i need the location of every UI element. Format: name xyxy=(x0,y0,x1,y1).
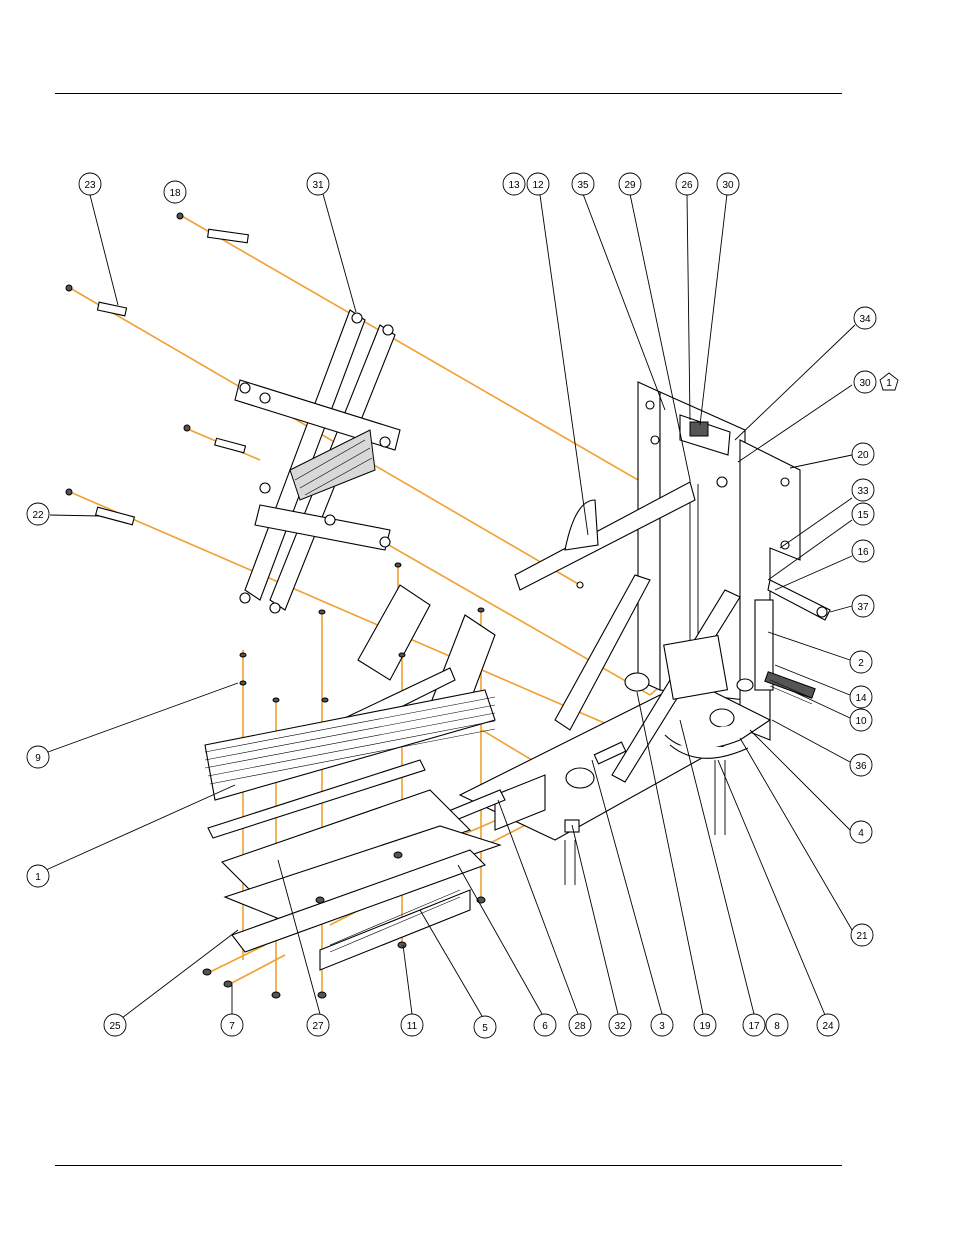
callout-23: 23 xyxy=(79,173,101,195)
callout-35: 35 xyxy=(572,173,594,195)
svg-text:35: 35 xyxy=(577,180,589,191)
callout-25: 25 xyxy=(104,1014,126,1036)
svg-text:4: 4 xyxy=(858,828,864,839)
callout-29: 29 xyxy=(619,173,641,195)
svg-text:12: 12 xyxy=(532,180,544,191)
svg-text:14: 14 xyxy=(855,693,867,704)
svg-text:23: 23 xyxy=(84,180,96,191)
svg-text:13: 13 xyxy=(508,180,520,191)
callout-30-top: 30 xyxy=(717,173,739,195)
callout-19: 19 xyxy=(694,1014,716,1036)
svg-text:28: 28 xyxy=(574,1021,586,1032)
svg-text:36: 36 xyxy=(855,761,867,772)
callout-18: 18 xyxy=(164,181,186,203)
callout-13: 13 xyxy=(503,173,525,195)
svg-text:16: 16 xyxy=(857,547,869,558)
callout-22: 22 xyxy=(27,503,49,525)
callout-15: 15 xyxy=(852,503,874,525)
callout-37: 37 xyxy=(852,595,874,617)
svg-text:33: 33 xyxy=(857,486,869,497)
callout-16: 16 xyxy=(852,540,874,562)
scissor-linkage xyxy=(235,310,400,613)
callout-17: 17 xyxy=(743,1014,765,1036)
callout-20: 20 xyxy=(852,443,874,465)
svg-text:1: 1 xyxy=(886,378,892,389)
callout-28: 28 xyxy=(569,1014,591,1036)
svg-text:3: 3 xyxy=(659,1021,665,1032)
callout-14: 14 xyxy=(850,686,872,708)
svg-text:30: 30 xyxy=(722,180,734,191)
callout-8: 8 xyxy=(766,1014,788,1036)
svg-text:1: 1 xyxy=(35,872,41,883)
callout-11: 11 xyxy=(401,1014,423,1036)
callout-26: 26 xyxy=(676,173,698,195)
svg-text:30: 30 xyxy=(859,378,871,389)
callout-5: 5 xyxy=(474,1016,496,1038)
callout-4: 4 xyxy=(850,821,872,843)
svg-text:9: 9 xyxy=(35,753,41,764)
pins xyxy=(66,213,248,525)
svg-text:17: 17 xyxy=(748,1021,760,1032)
svg-text:32: 32 xyxy=(614,1021,626,1032)
callout-24: 24 xyxy=(817,1014,839,1036)
callout-12: 12 xyxy=(527,173,549,195)
svg-text:26: 26 xyxy=(681,180,693,191)
callout-33: 33 xyxy=(852,479,874,501)
svg-text:5: 5 xyxy=(482,1023,488,1034)
callout-34: 34 xyxy=(854,307,876,329)
svg-text:10: 10 xyxy=(855,716,867,727)
callout-6: 6 xyxy=(534,1014,556,1036)
svg-text:2: 2 xyxy=(858,658,864,669)
svg-text:34: 34 xyxy=(859,314,871,325)
svg-text:25: 25 xyxy=(109,1021,121,1032)
svg-text:8: 8 xyxy=(774,1021,780,1032)
svg-text:20: 20 xyxy=(857,450,869,461)
callout-pentagon-1: 1 xyxy=(880,373,898,390)
svg-text:29: 29 xyxy=(624,180,636,191)
callout-30-right: 30 xyxy=(854,371,876,393)
callout-36: 36 xyxy=(850,754,872,776)
svg-text:27: 27 xyxy=(312,1021,324,1032)
callout-7: 7 xyxy=(221,1014,243,1036)
svg-text:6: 6 xyxy=(542,1021,548,1032)
svg-text:37: 37 xyxy=(857,602,869,613)
svg-text:31: 31 xyxy=(312,180,324,191)
callout-10: 10 xyxy=(850,709,872,731)
callout-32: 32 xyxy=(609,1014,631,1036)
svg-text:22: 22 xyxy=(32,510,44,521)
svg-text:21: 21 xyxy=(856,931,868,942)
callout-3: 3 xyxy=(651,1014,673,1036)
callout-21: 21 xyxy=(851,924,873,946)
callout-31: 31 xyxy=(307,173,329,195)
svg-text:11: 11 xyxy=(407,1021,418,1032)
callout-2: 2 xyxy=(850,651,872,673)
callout-27: 27 xyxy=(307,1014,329,1036)
svg-text:7: 7 xyxy=(229,1021,235,1032)
svg-text:18: 18 xyxy=(169,188,181,199)
svg-text:24: 24 xyxy=(822,1021,834,1032)
svg-text:19: 19 xyxy=(699,1021,711,1032)
callout-1-left: 1 xyxy=(27,865,49,887)
heat-sink-stack xyxy=(203,563,505,998)
callout-9: 9 xyxy=(27,746,49,768)
svg-text:15: 15 xyxy=(857,510,869,521)
